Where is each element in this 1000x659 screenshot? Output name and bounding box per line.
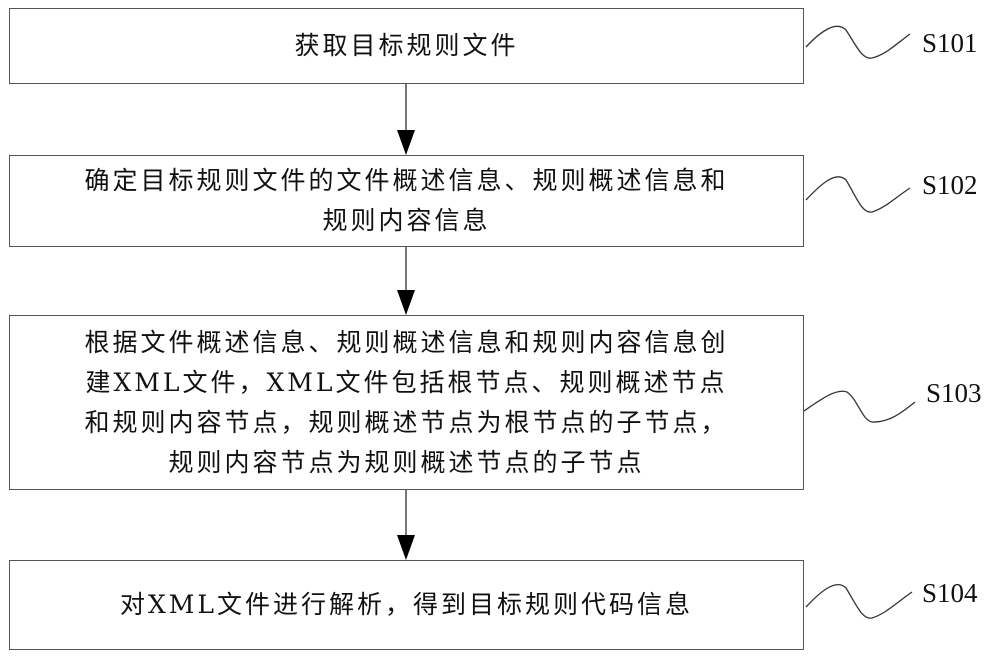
leader-line-s102 [805, 176, 911, 213]
step-label-s103: S103 [926, 378, 982, 408]
step-text-line: 规则内容节点为规则概述节点的子节点 [168, 447, 645, 477]
arrowhead-icon [397, 535, 415, 560]
step-label-s101: S101 [922, 28, 978, 58]
arrowhead-icon [397, 130, 415, 155]
step-text-s103: 根据文件概述信息、规则概述信息和规则内容信息创 建XML文件，XML文件包括根节… [66, 323, 746, 483]
step-text-s104: 对XML文件进行解析，得到目标规则代码信息 [102, 585, 711, 625]
step-box-s103: 根据文件概述信息、规则概述信息和规则内容信息创 建XML文件，XML文件包括根节… [9, 315, 804, 490]
step-text-s101: 获取目标规则文件 [276, 26, 536, 66]
step-text-line: 对XML文件进行解析，得到目标规则代码信息 [120, 590, 693, 619]
step-text-line: 和规则内容节点，规则概述节点为根节点的子节点， [84, 407, 729, 437]
leader-line-s103 [803, 390, 916, 423]
arrowhead-icon [397, 290, 415, 315]
step-box-s102: 确定目标规则文件的文件概述信息、规则概述信息和 规则内容信息 [9, 155, 804, 247]
leader-line-s101 [805, 25, 911, 59]
step-box-s104: 对XML文件进行解析，得到目标规则代码信息 [9, 560, 804, 650]
leader-line-s104 [805, 583, 913, 619]
step-label-s102: S102 [922, 170, 978, 200]
step-text-line: 确定目标规则文件的文件概述信息、规则概述信息和 [84, 166, 729, 195]
step-text-line: 根据文件概述信息、规则概述信息和规则内容信息创 [84, 327, 729, 357]
step-box-s101: 获取目标规则文件 [9, 8, 804, 84]
step-text-s102: 确定目标规则文件的文件概述信息、规则概述信息和 规则内容信息 [66, 161, 746, 241]
step-text-line: 规则内容信息 [322, 206, 491, 235]
step-label-s104: S104 [922, 578, 978, 608]
step-text-line: 建XML文件，XML文件包括根节点、规则概述节点 [85, 367, 728, 397]
step-text-line: 获取目标规则文件 [294, 31, 519, 60]
